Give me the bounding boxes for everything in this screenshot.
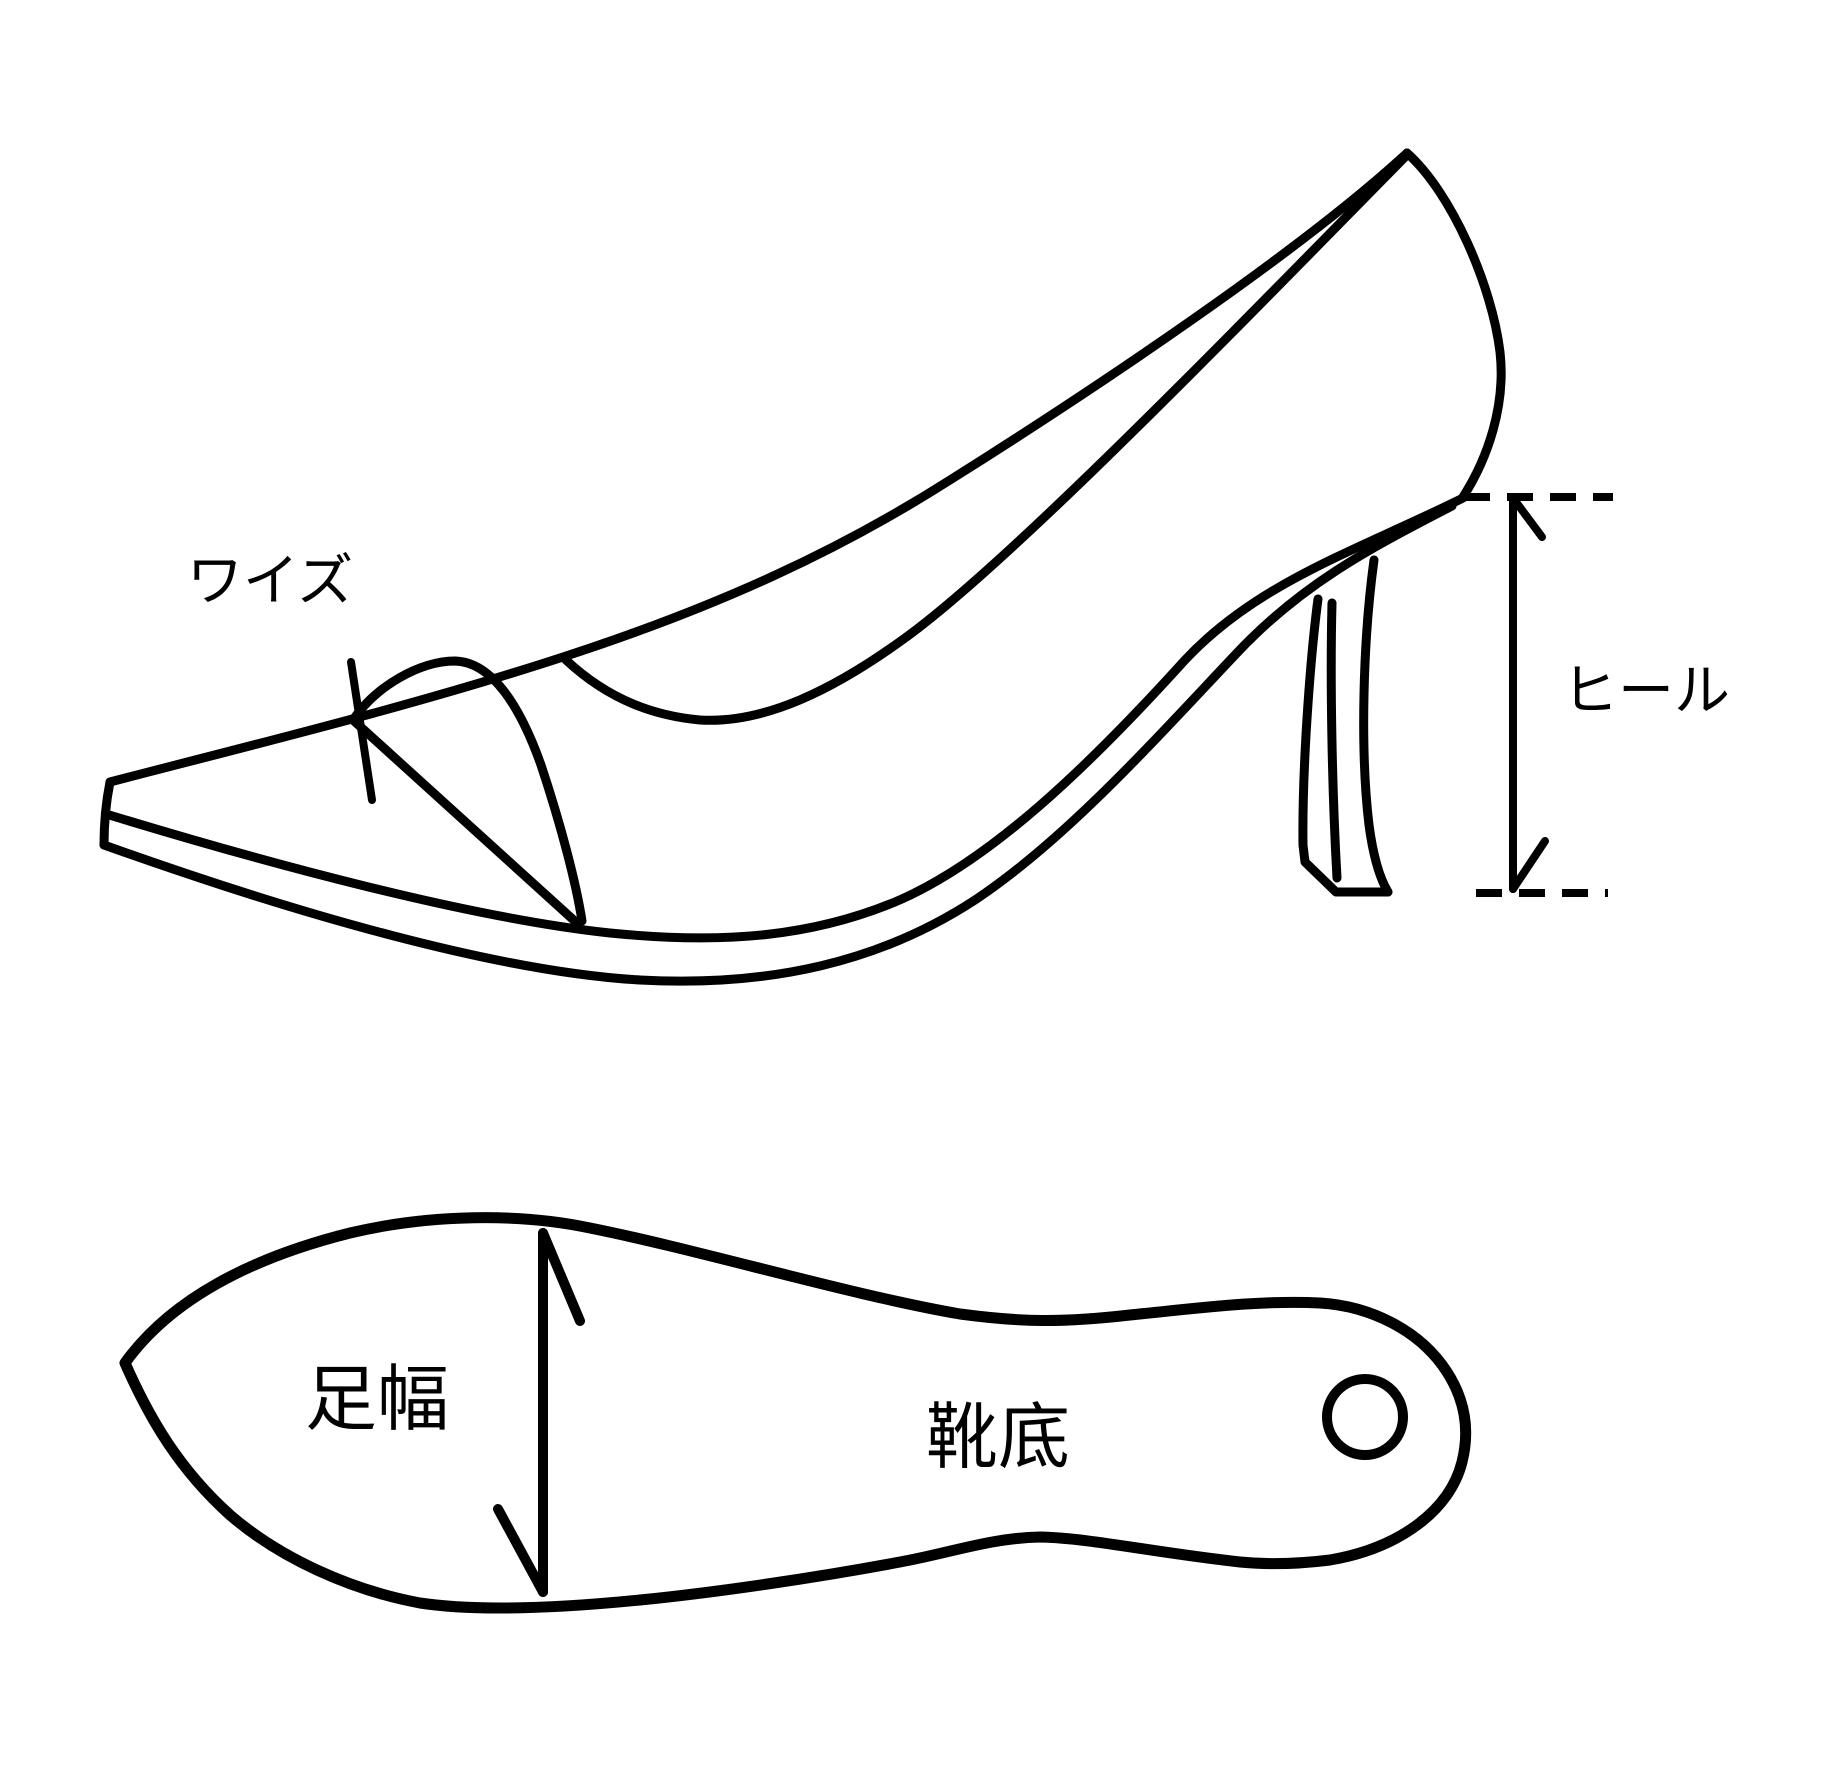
heel-bevel-edge (1326, 598, 1342, 883)
heel-pin-circle (1322, 1374, 1408, 1460)
heel-front-edge (1298, 594, 1393, 897)
shoe-top-ridge-line (105, 148, 1412, 787)
sole-label: 靴底 (926, 1395, 1070, 1479)
foot-width-bottom-arrowhead (493, 1504, 548, 1597)
shoe-back-curve (1402, 148, 1506, 502)
heel-height-bottom-arrowhead (1509, 837, 1549, 893)
foot-width-label: 足幅 (305, 1357, 449, 1441)
sole-bottom-view (119, 1212, 1472, 1614)
pump-side-view (99, 148, 1506, 986)
heel-back-edge (1359, 555, 1393, 897)
heel-height-measure (1464, 493, 1613, 897)
heel-height-label: ヒール (1562, 659, 1730, 724)
sole-top-edge (101, 493, 1468, 943)
heel-height-top-arrowhead (1509, 494, 1546, 541)
sole-outline (119, 1212, 1472, 1614)
shoe-topline-curve (561, 152, 1410, 725)
girth-label: ワイズ (187, 549, 353, 614)
girth-tick-mark (347, 658, 376, 804)
sole-bottom-edge (99, 501, 1457, 986)
girth-arc (348, 656, 587, 926)
girth-diagonal-line (348, 715, 583, 929)
foot-width-top-arrowhead (538, 1228, 585, 1326)
